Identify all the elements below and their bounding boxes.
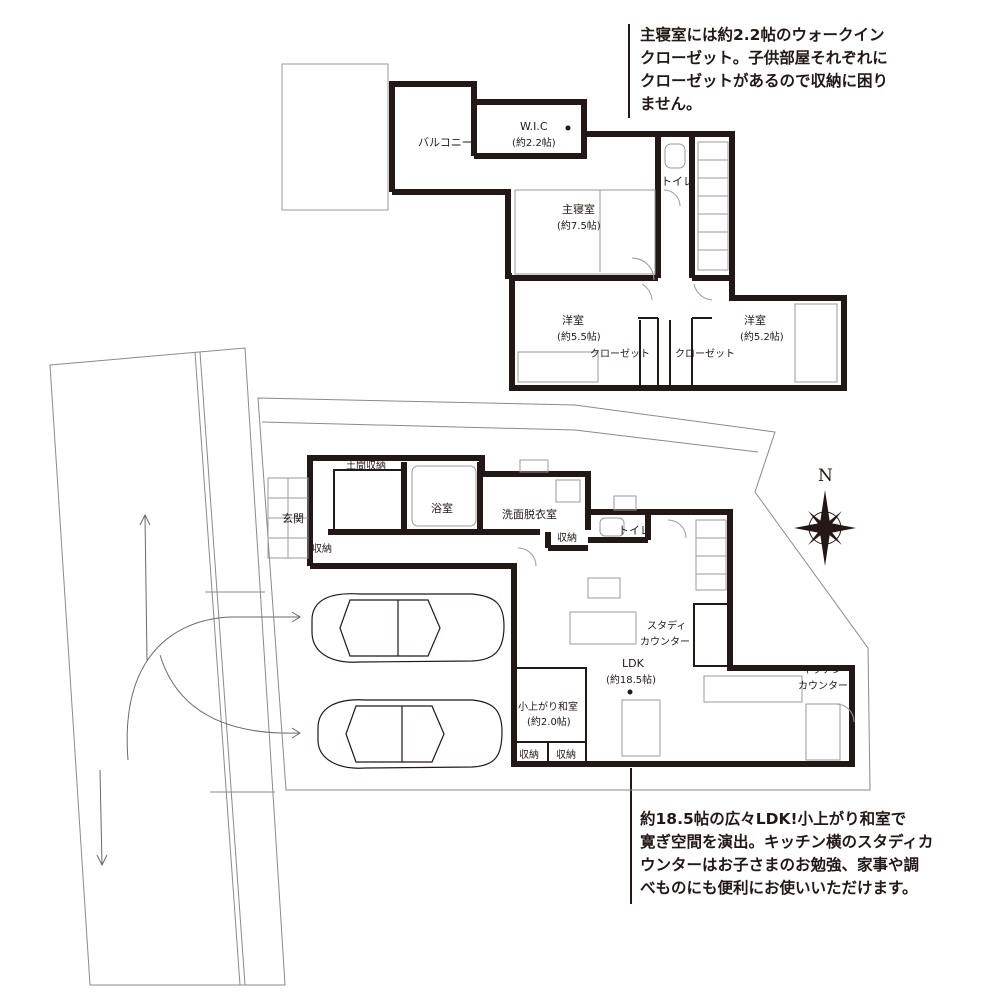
road-arrows [96,513,301,867]
road [49,347,286,986]
entrance-label: 玄関 [282,511,304,525]
east-closet-label: クローゼット [675,348,735,360]
hall-storage-label: 収納 [557,531,577,544]
second-floor: バルコニー W.I.C (約2.2帖) 主寝室 (約7.5帖) トイレ 洋室 (… [281,63,847,391]
bath-label: 浴室 [431,501,453,515]
upper-note: 主寝室には約2.2帖のウォークイン クローゼット。子供部屋それぞれに クローゼッ… [640,26,889,113]
lower-note: 約18.5帖の広々LDK!小上がり和室で 寛ぎ空間を演出。キッチン横のスタディカ… [640,810,934,897]
tatami-storage-label-2: 収納 [556,748,576,761]
shoe-storage-label: 土間収納 [346,459,386,472]
tatami-room-label: 小上がり和室 [518,700,578,713]
balcony-label: バルコニー [418,136,473,149]
wic-label: W.I.C [520,120,548,133]
wic-area: (約2.2帖) [512,136,556,149]
second-floor-toilet-label: トイレ [661,175,694,188]
first-floor: 土間収納 玄関 収納 浴室 洗面脱衣室 収納 トイレ スタディ カウンター LD… [267,455,855,767]
east-room-label: 洋室 [744,313,766,327]
west-room-label: 洋室 [562,313,584,327]
study-counter-label-1: スタディ [647,619,686,632]
compass-north-label: N [818,466,833,486]
lower-note-rule [630,768,632,904]
tatami-storage-label-1: 収納 [519,748,539,761]
study-counter-label-2: カウンター [640,636,690,648]
master-bedroom-area: (約7.5帖) [557,219,601,232]
parked-car-lower [317,699,503,769]
east-room-area: (約5.2帖) [740,330,784,343]
west-room-area: (約5.5帖) [557,330,601,343]
upper-note-rule [628,24,630,118]
compass-icon: N [794,466,856,566]
parked-car-upper [311,593,505,663]
kitchen-counter-label-2: カウンター [798,680,848,692]
master-bedroom-label: 主寝室 [562,202,595,216]
ldk-label: LDK [622,657,645,670]
tatami-room-area: (約2.0帖) [527,715,571,728]
entrance-storage-label: 収納 [312,542,332,555]
kitchen-counter-label-1: キッチン [802,664,842,676]
washroom-label: 洗面脱衣室 [502,507,557,521]
west-closet-label: クローゼット [590,348,650,360]
first-floor-toilet-label: トイレ [618,524,651,537]
ldk-area: (約18.5帖) [606,673,656,686]
site-boundary [257,397,871,791]
balcony-outline [281,63,389,211]
